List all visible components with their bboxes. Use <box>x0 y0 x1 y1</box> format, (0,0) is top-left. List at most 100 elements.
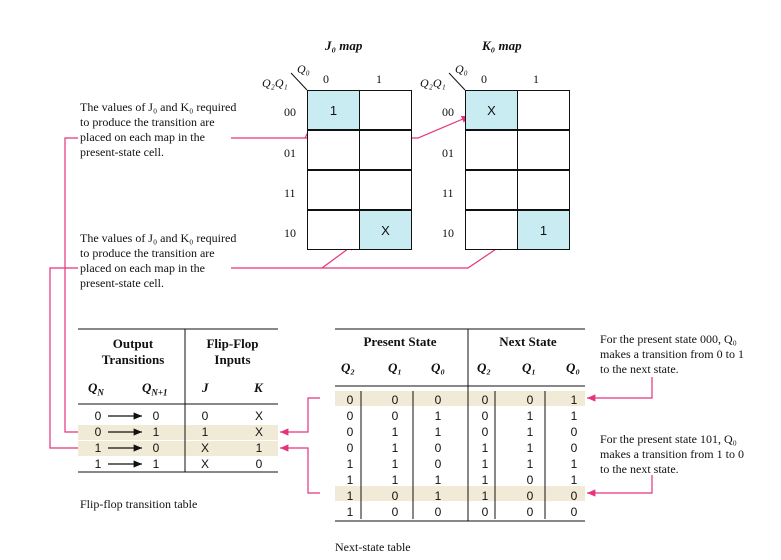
ns-cell: 0 <box>526 489 534 503</box>
k-map-title: K₀ map <box>482 38 522 53</box>
ns-cell: 0 <box>570 441 578 455</box>
j-map-row-var: Q₂Q₁ <box>262 76 288 90</box>
k-map-col-1: 1 <box>533 72 539 86</box>
note-top: The values of J₀ and K₀ required to prod… <box>80 100 236 160</box>
ns-cell: 0 <box>481 505 489 519</box>
ns-cell: 1 <box>391 457 399 471</box>
ns-cell: 0 <box>526 505 534 519</box>
j-map-cell-10-1: X <box>359 210 412 250</box>
note-right-2-line: makes a transition from 1 to 0 <box>600 447 744 461</box>
note-mid-line: placed on each map in the <box>80 261 205 275</box>
k-map-row-10: 10 <box>442 226 454 240</box>
j-map-row-10: 10 <box>284 226 296 240</box>
ns-col-q2-present: Q₂ <box>341 360 355 375</box>
ns-cell: 1 <box>526 441 534 455</box>
note-top-line: to produce the transition are <box>80 115 215 129</box>
ns-cell: 1 <box>346 473 354 487</box>
ns-cell: 0 <box>570 489 578 503</box>
ns-cell: 1 <box>570 409 578 423</box>
ff-col-j: J <box>202 380 209 395</box>
j-map-title: J₀ map <box>325 38 363 53</box>
k-map-row-var: Q₂Q₁ <box>420 76 446 90</box>
k-map-col-var: Q₀ <box>455 62 468 76</box>
ff-cell: 0 <box>201 409 209 423</box>
ns-table-caption: Next-state table <box>335 540 411 554</box>
k-map-cell-00-1 <box>517 90 570 130</box>
j-map-col-var: Q₀ <box>297 62 310 76</box>
note-mid-line: The values of J₀ and K₀ required <box>80 231 237 245</box>
ns-cell: 0 <box>481 409 489 423</box>
note-right-2-line: to the next state. <box>600 462 679 476</box>
ff-cell: 1 <box>94 457 102 471</box>
ns-cell: 1 <box>526 409 534 423</box>
ns-cell: 1 <box>481 489 489 503</box>
ff-cell: X <box>200 441 209 455</box>
ns-cell: 1 <box>570 473 578 487</box>
j-map-row-01: 01 <box>284 146 296 160</box>
ff-header-inputs-line: Flip-Flop <box>206 336 259 351</box>
ns-cell: 0 <box>346 425 354 439</box>
ns-cell: 1 <box>346 457 354 471</box>
k-map-cell-01-1 <box>517 130 570 170</box>
j-map-row-00: 00 <box>284 105 296 119</box>
ns-cell: 1 <box>391 425 399 439</box>
ns-cell: 0 <box>391 489 399 503</box>
ns-cell: 1 <box>481 473 489 487</box>
ns-col-q1-next: Q₁ <box>522 360 536 375</box>
note-right-2-line: For the present state 101, Q₀ <box>600 432 737 446</box>
ff-cell: 0 <box>255 457 263 471</box>
k-map-row-11: 11 <box>442 186 454 200</box>
ns-cell: 0 <box>434 393 442 407</box>
j-map-row-11: 11 <box>284 186 296 200</box>
ns-cell: 0 <box>434 441 442 455</box>
ns-cell: 0 <box>391 409 399 423</box>
ff-cell: 1 <box>255 441 263 455</box>
ns-cell: 0 <box>391 393 399 407</box>
k-map-cell-10-1: 1 <box>517 210 570 250</box>
j-map-cell-01-1 <box>359 130 412 170</box>
note-top-line: The values of J₀ and K₀ required <box>80 100 237 114</box>
ns-cell: 1 <box>434 473 442 487</box>
j-map-col-1: 1 <box>376 72 382 86</box>
ff-cell: 0 <box>94 409 102 423</box>
ns-cell: 0 <box>346 441 354 455</box>
note-top-line: placed on each map in the <box>80 130 205 144</box>
ff-table-caption: Flip-flop transition table <box>80 497 198 511</box>
k-map-row-00: 00 <box>442 105 454 119</box>
ff-cell: X <box>200 457 209 471</box>
ff-cell: 1 <box>152 457 160 471</box>
ff-cell: 0 <box>94 425 102 439</box>
note-mid-line: to produce the transition are <box>80 246 215 260</box>
ns-cell: 0 <box>346 409 354 423</box>
ff-col-qn1: QN+1 <box>142 380 168 398</box>
k-map-col-0: 0 <box>481 72 487 86</box>
ns-cell: 1 <box>434 489 442 503</box>
ns-cell: 0 <box>526 393 534 407</box>
ff-cell: 1 <box>152 425 160 439</box>
j-map-cell-11-1 <box>359 170 412 210</box>
ns-cell: 0 <box>434 457 442 471</box>
ff-cell: 1 <box>201 425 209 439</box>
j-map-cell-11-0 <box>307 170 360 210</box>
k-map-cell-10-0 <box>465 210 518 250</box>
note-right-2: For the present state 101, Q₀ makes a tr… <box>600 432 744 477</box>
note-mid-line: present-state cell. <box>80 276 164 290</box>
ns-col-q0-next: Q₀ <box>566 360 580 375</box>
ns-header-present: Present State <box>363 334 437 349</box>
j-map-col-0: 0 <box>323 72 329 86</box>
ns-cell: 1 <box>391 473 399 487</box>
ns-header-next: Next State <box>499 334 557 349</box>
ns-cell: 0 <box>346 393 354 407</box>
note-top-line: present-state cell. <box>80 145 164 159</box>
ff-cell: 1 <box>94 441 102 455</box>
ns-cell: 0 <box>570 425 578 439</box>
j-map-cell-00-0: 1 <box>307 90 360 130</box>
ns-cell: 1 <box>481 457 489 471</box>
k-map-row-01: 01 <box>442 146 454 160</box>
j-map-cell-10-0 <box>307 210 360 250</box>
ns-cell: 1 <box>346 505 354 519</box>
ff-cell: 0 <box>152 441 160 455</box>
ns-cell: 1 <box>570 457 578 471</box>
ff-header-output-line: Output <box>112 336 154 351</box>
ff-cell: 0 <box>152 409 160 423</box>
